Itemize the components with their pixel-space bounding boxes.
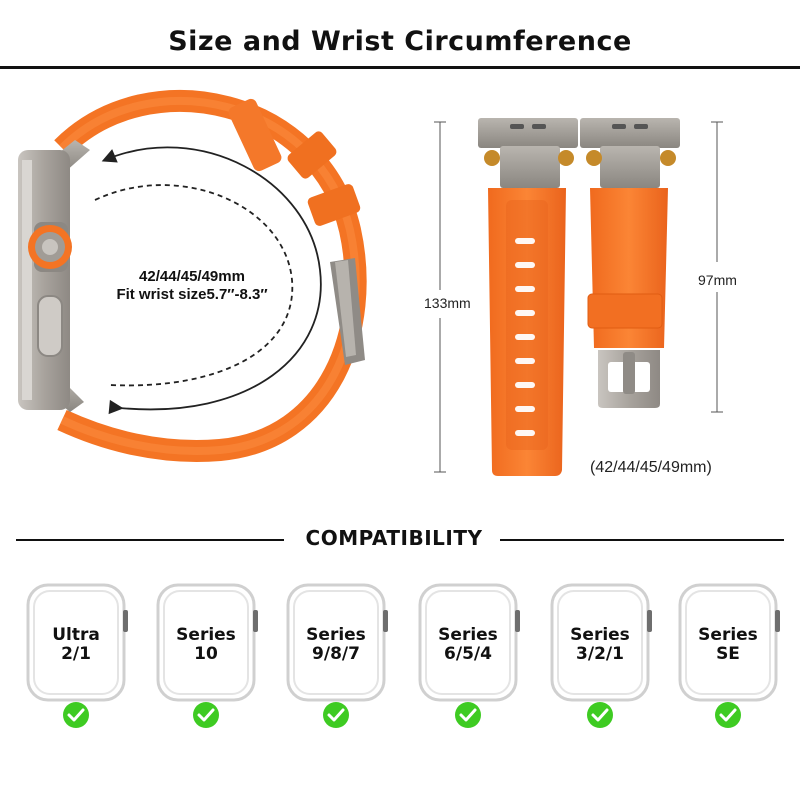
band-sizes-line: 42/44/45/49mm xyxy=(139,268,245,285)
compat-item-series-10: Series 10 xyxy=(158,626,254,664)
compat-item-series-3-2-1: Series 3/2/1 xyxy=(552,626,648,664)
compat-item-line1: Series xyxy=(438,625,498,645)
long-strap-holes xyxy=(515,238,535,436)
compat-item-ultra: Ultra 2/1 xyxy=(28,626,124,664)
compatible-sizes-note: (42/44/45/49mm) xyxy=(590,459,712,476)
compat-item-line2: 6/5/4 xyxy=(444,644,492,664)
watch-crown xyxy=(123,610,780,632)
apple-watch-icon xyxy=(26,583,778,702)
compat-item-line1: Series xyxy=(176,625,236,645)
compat-item-line1: Series xyxy=(698,625,758,645)
compat-item-line2: 9/8/7 xyxy=(312,644,360,664)
compat-item-series-9-8-7: Series 9/8/7 xyxy=(288,626,384,664)
compat-item-series-6-5-4: Series 6/5/4 xyxy=(420,626,516,664)
short-strap-image xyxy=(580,118,680,408)
title-divider xyxy=(0,66,800,69)
compat-item-line1: Series xyxy=(306,625,366,645)
long-strap-image xyxy=(478,118,578,476)
watch-band-image xyxy=(18,90,367,462)
wrist-size-text: 42/44/45/49mm Fit wrist size5.7′′-8.3′′ xyxy=(92,268,292,304)
compat-item-line2: 3/2/1 xyxy=(576,644,624,664)
dimension-line-icon xyxy=(434,121,723,473)
compat-item-line2: 2/1 xyxy=(61,644,91,664)
compatibility-heading: COMPATIBILITY xyxy=(305,526,483,550)
compat-item-series-se: Series SE xyxy=(680,626,776,664)
long-strap-length: 133mm xyxy=(424,295,471,311)
page-title: Size and Wrist Circumference xyxy=(168,26,632,57)
fit-wrist-line: Fit wrist size5.7′′-8.3′′ xyxy=(116,286,268,303)
compat-item-line2: 10 xyxy=(194,644,218,664)
compat-item-line1: Series xyxy=(570,625,630,645)
watch-inner-bezel xyxy=(33,590,771,695)
short-strap-length: 97mm xyxy=(698,272,737,288)
check-circle-icon xyxy=(63,702,741,728)
compat-item-line1: Ultra xyxy=(52,625,100,645)
compat-item-line2: SE xyxy=(716,644,740,664)
